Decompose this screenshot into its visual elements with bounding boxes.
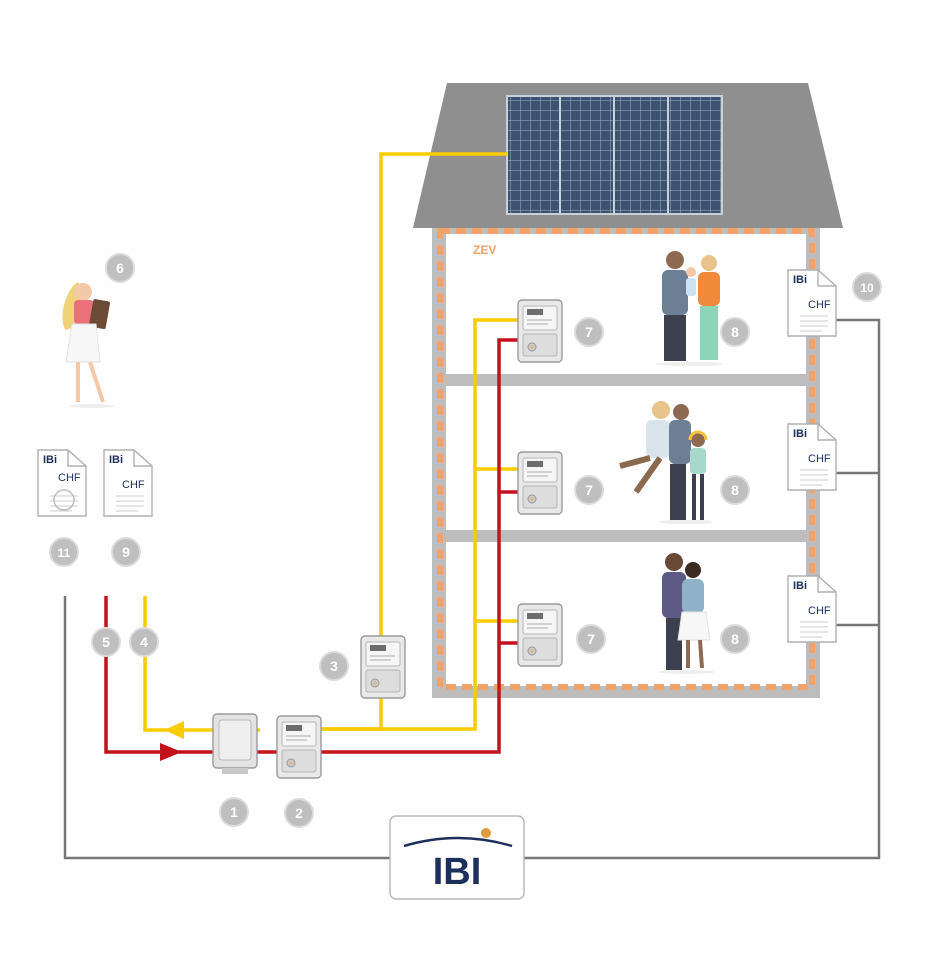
svg-text:7: 7: [585, 482, 593, 498]
marker-5: 5: [91, 627, 121, 657]
ibi-logo-text: IBI: [433, 851, 482, 893]
apartment-meter-middle: [517, 451, 563, 515]
doc-currency: CHF: [808, 605, 831, 617]
svg-text:9: 9: [122, 544, 130, 560]
billing-lines: [63, 318, 881, 860]
grid-connection-box: [212, 713, 258, 774]
child-with-headphones-illustration: [684, 430, 712, 524]
marker-2: 2: [284, 798, 314, 828]
invoice-doc-middle: IBi CHF: [787, 423, 837, 491]
marker-11: 11: [49, 537, 79, 567]
doc-currency: CHF: [808, 453, 831, 465]
number-markers: 1 2 3 4 5 6 7 7 7 8 8 8 9 10 11: [49, 253, 882, 828]
apartment-meter-bottom: [517, 603, 563, 667]
main-meter: [276, 715, 322, 779]
marker-7-top: 7: [574, 317, 604, 347]
doc-logo: IBi: [793, 274, 807, 286]
doc-currency: CHF: [808, 299, 831, 311]
marker-7-bottom: 7: [576, 624, 606, 654]
marker-10: 10: [852, 272, 882, 302]
floor-bottom: [446, 542, 806, 686]
grid-import-arrow: [160, 743, 182, 761]
marker-8-middle: 8: [720, 475, 750, 505]
marker-6: 6: [105, 253, 135, 283]
svg-text:4: 4: [140, 634, 148, 650]
house: ZEV: [413, 83, 843, 698]
marker-8-top: 8: [720, 317, 750, 347]
svg-text:7: 7: [587, 631, 595, 647]
floor-middle: [446, 386, 806, 530]
svg-text:1: 1: [230, 804, 238, 820]
coins-icon: [53, 489, 75, 511]
doc-logo: IBi: [793, 580, 807, 592]
solar-production-meter: [360, 635, 406, 699]
doc-currency: CHF: [58, 472, 81, 484]
marker-4: 4: [129, 627, 159, 657]
couple-dancing-illustration: [619, 401, 702, 524]
svg-text:10: 10: [860, 281, 874, 295]
doc-logo: IBi: [109, 454, 123, 466]
svg-text:8: 8: [731, 324, 739, 340]
svg-text:5: 5: [102, 634, 110, 650]
doc-currency: CHF: [122, 479, 145, 491]
solar-export-arrow: [164, 721, 184, 739]
svg-text:7: 7: [585, 324, 593, 340]
svg-text:3: 3: [330, 658, 338, 674]
svg-text:8: 8: [731, 482, 739, 498]
marker-9: 9: [111, 537, 141, 567]
invoice-doc-left-1: IBi CHF: [37, 449, 87, 517]
logo-sun: [481, 828, 491, 838]
expecting-couple-illustration: [658, 553, 714, 674]
invoice-doc-top: IBi CHF: [787, 269, 837, 337]
svg-text:2: 2: [295, 805, 303, 821]
ibi-logo-box: IBI: [389, 815, 525, 900]
svg-text:8: 8: [731, 631, 739, 647]
zev-label: ZEV: [473, 243, 496, 257]
grid-lines: [104, 338, 520, 754]
invoice-doc-bottom: IBi CHF: [787, 575, 837, 643]
family-illustration: [656, 251, 724, 366]
doc-logo: IBi: [43, 454, 57, 466]
floor-top: [446, 234, 806, 374]
marker-7-middle: 7: [574, 475, 604, 505]
svg-text:11: 11: [58, 546, 71, 560]
marker-3: 3: [319, 651, 349, 681]
woman-reading-illustration: [62, 282, 114, 408]
apartment-meter-top: [517, 299, 563, 363]
invoice-doc-left-2: IBi CHF: [103, 449, 153, 517]
doc-logo: IBi: [793, 428, 807, 440]
marker-8-bottom: 8: [720, 624, 750, 654]
marker-1: 1: [219, 797, 249, 827]
svg-text:6: 6: [116, 260, 124, 276]
